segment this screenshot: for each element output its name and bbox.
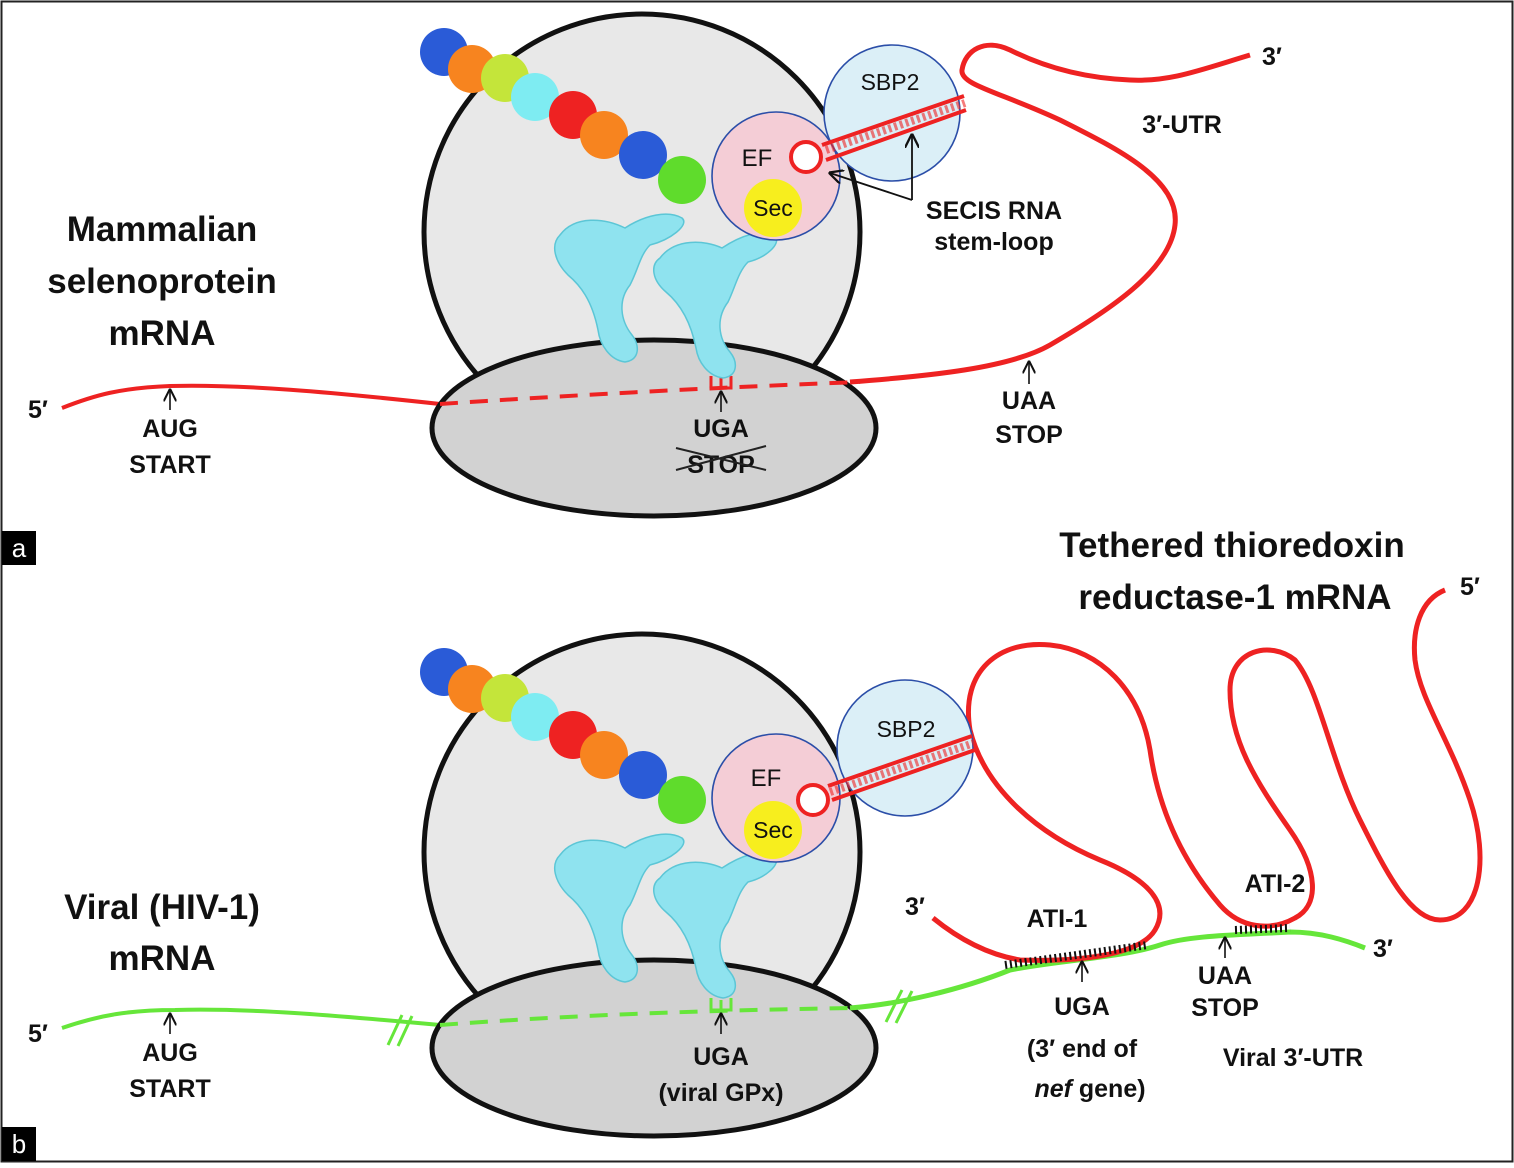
panel-a-title-2: selenoprotein — [47, 262, 276, 301]
sbp2-label-a: SBP2 — [861, 69, 920, 95]
tethered-mrna — [931, 587, 1483, 963]
five-prime-a: 5′ — [28, 396, 48, 424]
start-label-b: START — [129, 1075, 210, 1103]
trna-molecule — [553, 213, 685, 363]
peptide-bead — [619, 131, 667, 179]
nef-label-2: nef gene) — [1034, 1075, 1145, 1103]
sec-label-b: Sec — [753, 817, 793, 843]
trna-molecule — [553, 833, 685, 983]
ati-1-label: ATI-1 — [1027, 905, 1088, 933]
nef-gene-rest: gene) — [1072, 1075, 1146, 1103]
ati-1-pairing — [1004, 941, 1149, 969]
peptide-bead — [511, 693, 559, 741]
nef-label-1: (3′ end of — [1027, 1035, 1138, 1063]
trna-molecule — [653, 852, 778, 999]
break-mark-right — [884, 989, 914, 1024]
nef-gene-italic: nef — [1034, 1075, 1074, 1103]
sec-a — [744, 179, 802, 237]
stop-label-b: STOP — [1191, 994, 1259, 1022]
panel-b-title-2: mRNA — [109, 939, 216, 978]
peptide-bead — [511, 73, 559, 121]
ribosome-small-subunit-a — [429, 337, 879, 519]
peptide-bead — [658, 776, 706, 824]
mrna-a-left — [61, 383, 441, 410]
uga-codon-mark-a — [709, 376, 733, 390]
peptide-bead — [658, 156, 706, 204]
panel-a-title-3: mRNA — [109, 314, 216, 353]
sbp2-label-b: SBP2 — [877, 716, 936, 742]
five-prime-b-top: 5′ — [1460, 573, 1480, 601]
panel-a: Mammalian selenoprotein mRNA 5′ 3′ AUG S… — [2, 11, 1282, 565]
uga-codon-mark-b — [709, 998, 733, 1012]
secis-stem-loop-b — [796, 734, 976, 817]
ef-label-a: EF — [742, 145, 773, 172]
uga-sub-label-b: (viral GPx) — [658, 1079, 783, 1107]
sec-label-a: Sec — [753, 195, 793, 221]
trna-b — [553, 833, 778, 999]
mrna-b-dashed — [439, 1006, 861, 1027]
trna-molecule — [653, 232, 778, 379]
panel-tag-b: b — [12, 1129, 26, 1159]
panel-a-title-1: Mammalian — [67, 210, 258, 249]
trna-a — [553, 213, 778, 379]
sec-b — [744, 801, 802, 859]
peptide-chain-a — [420, 28, 706, 204]
stop-label-a: STOP — [995, 421, 1063, 449]
sbp2-a — [823, 44, 961, 182]
tethered-title-2: reductase-1 mRNA — [1078, 578, 1391, 617]
mrna-a-right-utr — [849, 42, 1251, 385]
ati-2-label: ATI-2 — [1245, 870, 1306, 898]
panel-b: Viral (HIV-1) mRNA Tethered thioredoxin … — [2, 526, 1483, 1161]
panel-b-title-1: Viral (HIV-1) — [64, 888, 260, 927]
start-label-a: START — [129, 451, 210, 479]
break-mark-left — [386, 1014, 414, 1047]
peptide-bead — [580, 111, 628, 159]
secis-label-1: SECIS RNA — [926, 197, 1062, 225]
peptide-bead — [619, 751, 667, 799]
ribosome-small-subunit-b — [429, 957, 879, 1139]
ati-2-pairing — [1234, 924, 1291, 934]
uaa-label-b: UAA — [1198, 962, 1252, 990]
three-prime-a: 3′ — [1262, 43, 1282, 71]
uga-label-a: UGA — [693, 415, 749, 443]
panel-tag-a: a — [12, 533, 27, 563]
aug-label-b: AUG — [142, 1039, 198, 1067]
secis-label-2: stem-loop — [934, 228, 1053, 256]
uaa-label-a: UAA — [1002, 387, 1056, 415]
five-prime-b: 5′ — [28, 1020, 48, 1048]
three-prime-b-right: 3′ — [1373, 935, 1393, 963]
mrna-a-dashed — [439, 380, 861, 406]
tethered-title-1: Tethered thioredoxin — [1059, 526, 1405, 565]
uga-label-b: UGA — [693, 1043, 749, 1071]
secis-arrow-loop-a — [830, 173, 913, 201]
panel-tag-a-box — [2, 531, 36, 565]
panel-tag-b-box — [2, 1127, 36, 1161]
uga2-label: UGA — [1054, 993, 1110, 1021]
ef-label-b: EF — [751, 765, 782, 792]
secis-stem-loop-a — [789, 94, 967, 174]
sbp2-b — [836, 679, 974, 817]
aug-label-a: AUG — [142, 415, 198, 443]
three-prime-b-left: 3′ — [905, 893, 925, 921]
peptide-chain-b — [420, 648, 706, 824]
viral-utr-label: Viral 3′-UTR — [1223, 1044, 1363, 1072]
utr-label-a: 3′-UTR — [1142, 111, 1222, 139]
peptide-bead — [580, 731, 628, 779]
cross-line-2 — [675, 445, 767, 471]
mrna-b-left — [61, 1007, 441, 1030]
